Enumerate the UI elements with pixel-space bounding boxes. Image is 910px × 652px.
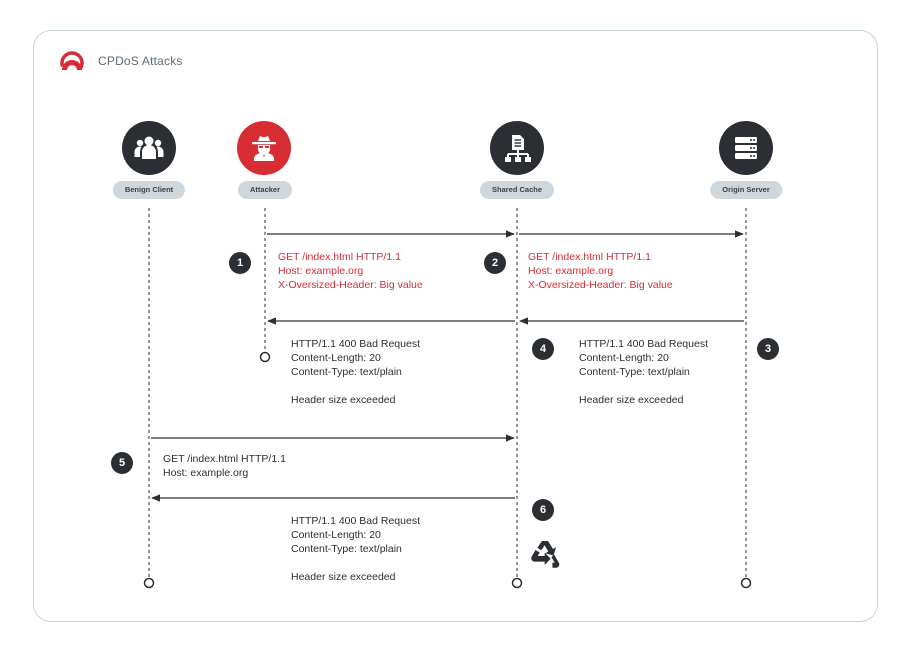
- cache-hierarchy-icon: [505, 135, 531, 162]
- header: CPDoS Attacks: [60, 51, 183, 71]
- users-icon: [134, 136, 164, 159]
- shared-cache-avatar: [490, 121, 544, 175]
- actor-label-benign-client: Benign Client: [112, 181, 186, 199]
- step-badge-4: 4: [532, 338, 554, 360]
- message-line: HTTP/1.1 400 Bad Request: [579, 338, 708, 350]
- message-line: GET /index.html HTTP/1.1: [278, 251, 401, 263]
- message-line: Content-Length: 20: [579, 352, 669, 364]
- message-line: X-Oversized-Header: Big value: [278, 279, 423, 291]
- message-line: [291, 556, 420, 570]
- step-badge-2: 2: [484, 252, 506, 274]
- step-badge-1: 1: [229, 252, 251, 274]
- lifeline-end-origin-server: [740, 577, 752, 589]
- server-icon: [735, 137, 757, 159]
- origin-server-avatar: [719, 121, 773, 175]
- message-4: HTTP/1.1 400 Bad Request Content-Length:…: [291, 337, 420, 407]
- message-1: GET /index.html HTTP/1.1 Host: example.o…: [278, 250, 423, 292]
- step-badge-6: 6: [532, 499, 554, 521]
- message-line: Content-Type: text/plain: [291, 366, 402, 378]
- page-title: CPDoS Attacks: [98, 54, 183, 68]
- diagram-frame: [33, 30, 878, 622]
- message-line: Content-Type: text/plain: [579, 366, 690, 378]
- message-line: Content-Length: 20: [291, 352, 381, 364]
- message-3: HTTP/1.1 400 Bad Request Content-Length:…: [579, 337, 708, 407]
- message-line: [579, 379, 708, 393]
- message-5: GET /index.html HTTP/1.1 Host: example.o…: [163, 452, 286, 480]
- lifeline-end-shared-cache: [511, 577, 523, 589]
- message-line: [291, 379, 420, 393]
- benign-client-avatar: [122, 121, 176, 175]
- spy-icon: [252, 136, 276, 161]
- message-line: Content-Length: 20: [291, 529, 381, 541]
- message-line: GET /index.html HTTP/1.1: [528, 251, 651, 263]
- actor-label-origin-server: Origin Server: [710, 181, 782, 199]
- message-line: HTTP/1.1 400 Bad Request: [291, 338, 420, 350]
- message-line: Header size exceeded: [291, 571, 396, 583]
- step-badge-3: 3: [757, 338, 779, 360]
- message-line: HTTP/1.1 400 Bad Request: [291, 515, 420, 527]
- message-line: Host: example.org: [278, 265, 364, 277]
- step-badge-5: 5: [111, 452, 133, 474]
- attacker-avatar: [237, 121, 291, 175]
- lifeline-end-benign-client: [143, 577, 155, 589]
- message-2: GET /index.html HTTP/1.1 Host: example.o…: [528, 250, 673, 292]
- message-line: Content-Type: text/plain: [291, 543, 402, 555]
- message-6: HTTP/1.1 400 Bad Request Content-Length:…: [291, 514, 420, 584]
- message-line: Host: example.org: [163, 467, 249, 479]
- actor-label-shared-cache: Shared Cache: [479, 181, 555, 199]
- lifeline-end-attacker: [259, 351, 271, 363]
- recycle-icon: [531, 541, 560, 568]
- brand-logo-icon: [60, 51, 84, 71]
- message-line: GET /index.html HTTP/1.1: [163, 453, 286, 465]
- message-line: Header size exceeded: [579, 394, 684, 406]
- actor-label-attacker: Attacker: [237, 181, 293, 199]
- message-line: Host: example.org: [528, 265, 614, 277]
- message-line: Header size exceeded: [291, 394, 396, 406]
- message-line: X-Oversized-Header: Big value: [528, 279, 673, 291]
